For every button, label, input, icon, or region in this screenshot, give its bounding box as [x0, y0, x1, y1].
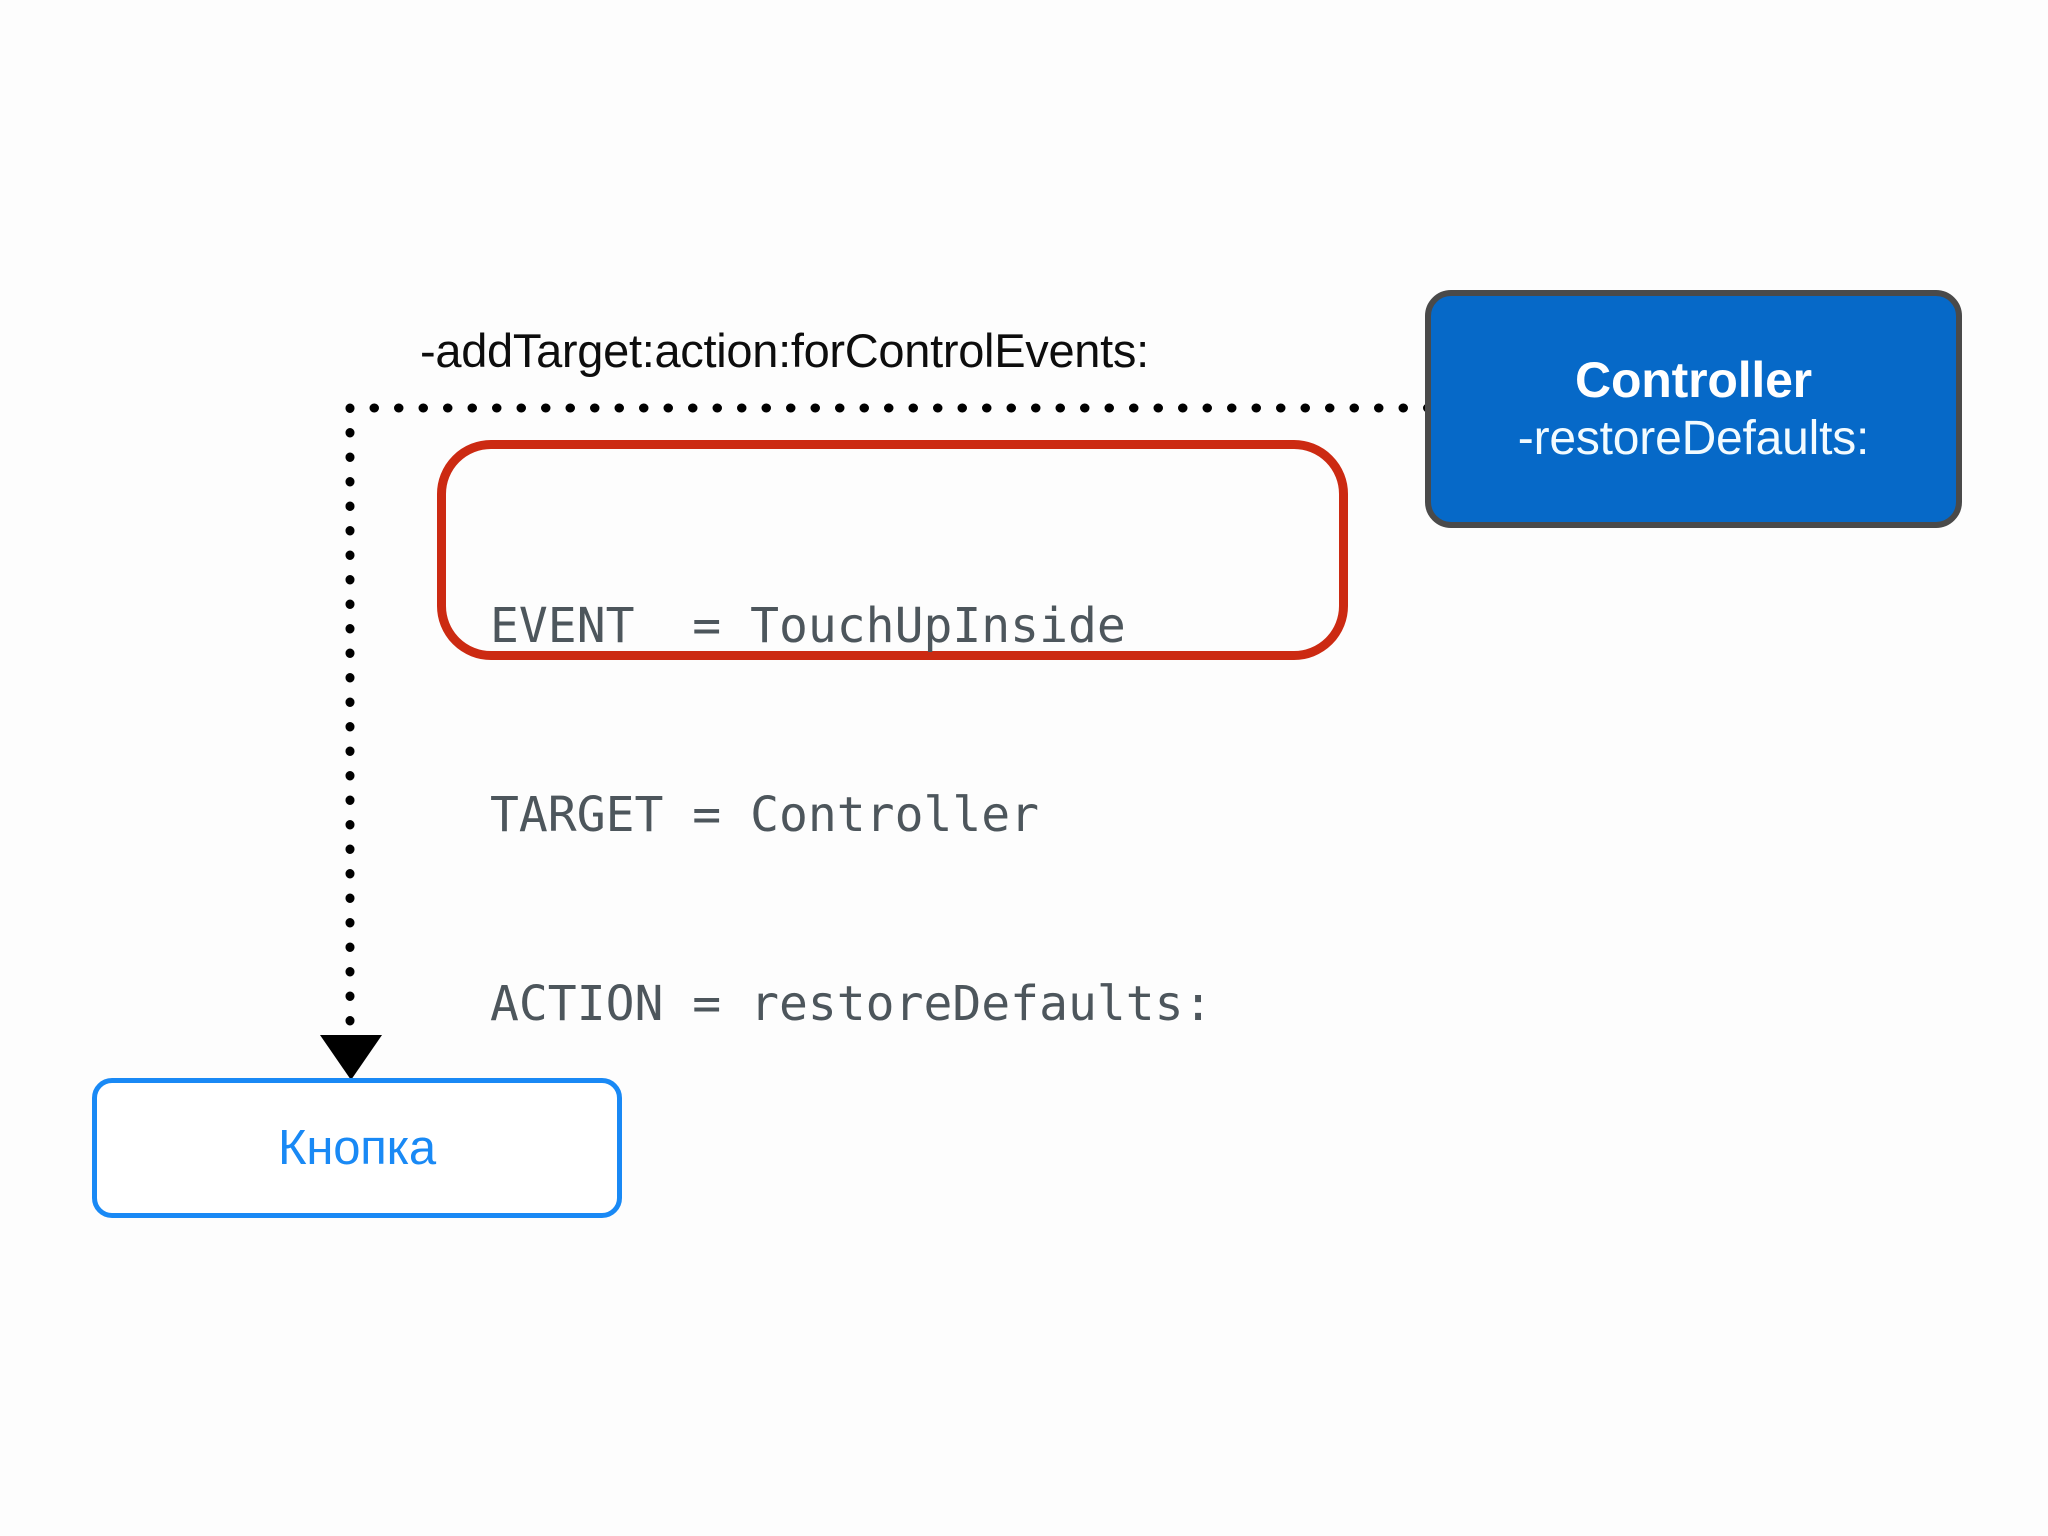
button-node[interactable]: Кнопка: [92, 1078, 622, 1218]
method-label: -addTarget:action:forControlEvents:: [420, 324, 1149, 377]
parameters-code-box: EVENT = TouchUpInside TARGET = Controlle…: [437, 440, 1348, 1032]
code-line-target: TARGET = Controller: [490, 787, 1040, 843]
button-label: Кнопка: [278, 1121, 436, 1175]
parameters-code-text: EVENT = TouchUpInside TARGET = Controlle…: [490, 469, 1212, 1162]
controller-method-label: -restoreDefaults:: [1517, 412, 1870, 465]
arrowhead-icon: [320, 1035, 382, 1080]
controller-title: Controller: [1575, 352, 1812, 408]
controller-node[interactable]: Controller -restoreDefaults:: [1425, 290, 1962, 528]
code-line-action: ACTION = restoreDefaults:: [490, 976, 1213, 1032]
code-line-event: EVENT = TouchUpInside: [490, 598, 1126, 654]
